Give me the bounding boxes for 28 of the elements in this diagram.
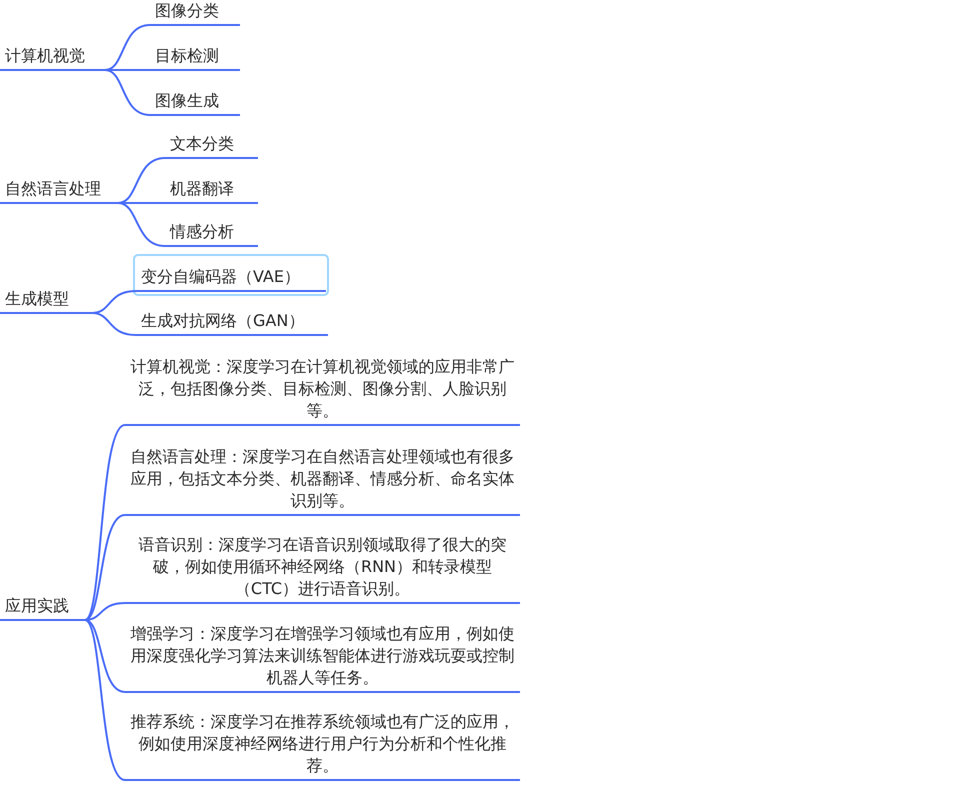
topic-label: 生成模型: [0, 282, 92, 314]
branch-line: [105, 69, 150, 71]
branch-line: [118, 202, 165, 204]
branch-line: [84, 424, 126, 621]
branch-line: [84, 619, 126, 693]
topic-label: 目标检测: [150, 44, 240, 71]
topic-label: 文本分类: [165, 128, 258, 159]
topic-label: 计算机视觉：深度学习在计算机视觉领域的应用非常广泛，包括图像分类、目标检测、图像分割、人脸识别等。: [125, 348, 520, 426]
topic-label: 应用实践: [0, 588, 85, 621]
topic-label: 变分自编码器（VAE）: [136, 258, 326, 292]
topic-label: 生成对抗网络（GAN）: [136, 304, 328, 336]
topic-label: 自然语言处理：深度学习在自然语言处理领域也有很多应用，包括文本分类、机器翻译、情感分析、命名实体识别等。: [125, 437, 520, 516]
topic-label: 推荐系统：深度学习在推荐系统领域也有广泛的应用，例如使用深度神经网络进行用户行为分析和个性化推荐。: [125, 702, 520, 781]
branch-line: [104, 24, 150, 71]
branch-line: [84, 514, 126, 621]
topic-label: 语音识别：深度学习在语音识别领域取得了很大的突破，例如使用循环神经网络（RNN）和转录模型（CTC）进行语音识别。: [125, 525, 520, 604]
branch-line: [104, 69, 150, 116]
branch-line: [92, 312, 136, 336]
topic-label: 机器翻译: [165, 172, 258, 204]
branch-line: [118, 202, 166, 247]
branch-line: [118, 157, 166, 204]
topic-label: 图像生成: [150, 88, 240, 116]
topic-label: 增强学习：深度学习在增强学习领域也有应用，例如使用深度强化学习算法来训练智能体进行游戏玩耍或控制机器人等任务。: [125, 614, 520, 693]
branch-line: [84, 619, 126, 781]
topic-label: 计算机视觉: [0, 36, 105, 71]
topic-label: 情感分析: [165, 216, 258, 247]
topic-label: 图像分类: [150, 2, 240, 26]
topic-label: 自然语言处理: [0, 172, 118, 204]
